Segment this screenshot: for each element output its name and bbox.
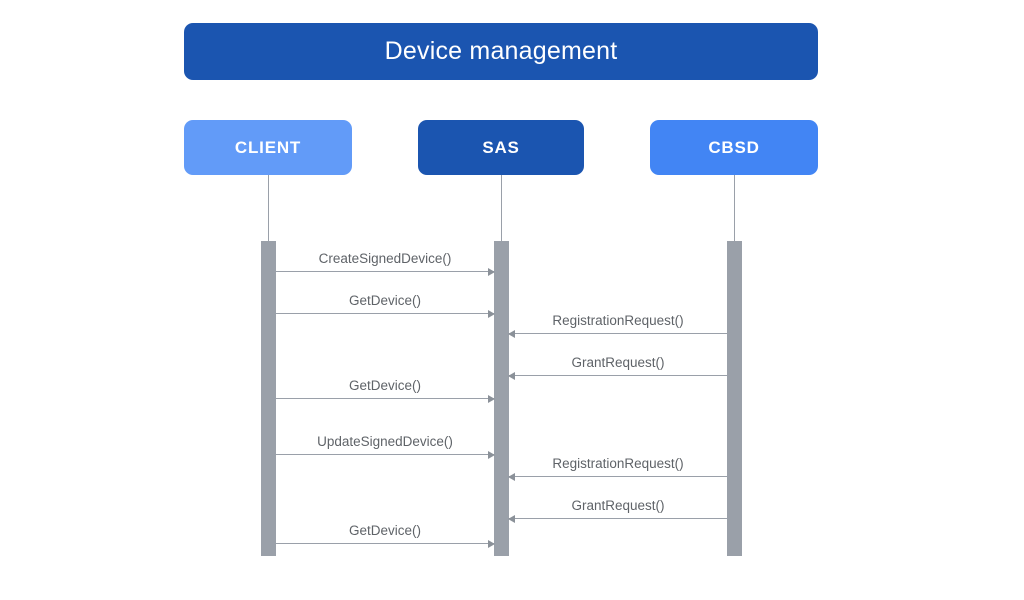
message-line	[509, 476, 727, 477]
message-line	[509, 333, 727, 334]
arrow-left-icon	[508, 514, 515, 523]
message-label: RegistrationRequest()	[552, 456, 684, 471]
message-label: UpdateSignedDevice()	[317, 434, 453, 449]
activation-bar-cbsd	[727, 241, 742, 556]
arrow-right-icon	[488, 539, 495, 548]
page-title: Device management	[384, 37, 618, 65]
participant-sas[interactable]: SAS	[418, 120, 584, 175]
arrow-right-icon	[488, 450, 495, 459]
activation-bar-client	[261, 241, 276, 556]
participant-label-client: CLIENT	[234, 137, 302, 157]
lifeline-sas	[501, 175, 502, 241]
message-line	[509, 375, 727, 376]
message-label: GetDevice()	[348, 523, 421, 538]
participant-label-cbsd: CBSD	[708, 137, 760, 157]
participant-client[interactable]: CLIENT	[184, 120, 352, 175]
message-label: CreateSignedDevice()	[318, 251, 452, 266]
message-label: RegistrationRequest()	[552, 313, 684, 328]
arrow-left-icon	[508, 329, 515, 338]
message-line	[276, 313, 494, 314]
arrow-right-icon	[488, 309, 495, 318]
message-line	[276, 454, 494, 455]
arrow-right-icon	[488, 394, 495, 403]
message-line	[276, 271, 494, 272]
arrow-left-icon	[508, 472, 515, 481]
participant-label-sas: SAS	[482, 137, 520, 157]
message-label: GetDevice()	[348, 378, 421, 393]
message-line	[276, 398, 494, 399]
diagram-title-banner: Device management	[184, 23, 818, 80]
message-line	[509, 518, 727, 519]
participant-cbsd[interactable]: CBSD	[650, 120, 818, 175]
message-line	[276, 543, 494, 544]
message-label: GrantRequest()	[571, 498, 665, 513]
message-label: GetDevice()	[348, 293, 421, 308]
arrow-left-icon	[508, 371, 515, 380]
lifeline-cbsd	[734, 175, 735, 241]
arrow-right-icon	[488, 267, 495, 276]
lifeline-client	[268, 175, 269, 241]
message-label: GrantRequest()	[571, 355, 665, 370]
activation-bar-sas	[494, 241, 509, 556]
